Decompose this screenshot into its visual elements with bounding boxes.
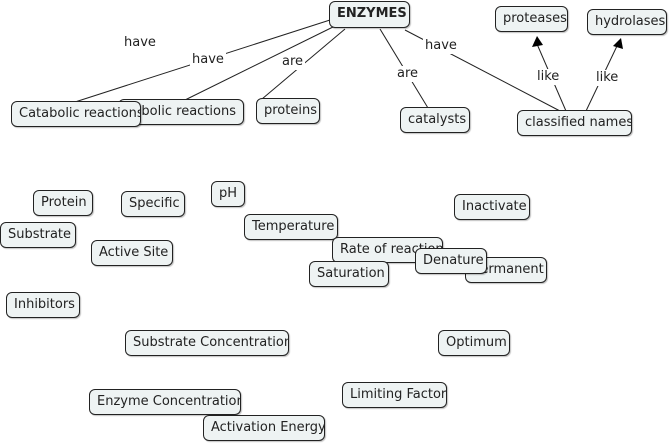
link-label-are: are [280,54,306,70]
concept-denature[interactable]: Denature [415,248,487,274]
concept-catalysts[interactable]: catalysts [400,107,470,133]
arrowhead-icon [613,38,623,49]
concept-hydrolases[interactable]: hydrolases [587,9,667,35]
concept-activation-energy[interactable]: Activation Energy [203,415,325,441]
concept-inactivate[interactable]: Inactivate [454,194,530,220]
link-label-like: like [535,69,562,85]
concept-proteases[interactable]: proteases [495,6,568,32]
concept-substrate-concentration[interactable]: Substrate Concentration [125,330,289,356]
link-label-like: like [594,70,621,86]
concept-catabolic-reactions[interactable]: Catabolic reactions [11,101,141,127]
concept-active-site[interactable]: Active Site [91,240,173,266]
concept-proteins[interactable]: proteins [256,98,320,124]
concept-optimum[interactable]: Optimum [438,330,510,356]
concept-enzyme-concentration[interactable]: Enzyme Concentration [89,389,241,415]
arrowhead-icon [532,36,543,47]
link-label-have: have [122,35,158,51]
concept-classified-names[interactable]: classified names [517,110,632,136]
concept-protein[interactable]: Protein [33,190,93,216]
concept-substrate[interactable]: Substrate [0,222,76,248]
concept-saturation[interactable]: Saturation [309,261,389,287]
connector-line [184,25,336,101]
link-label-are: are [395,66,421,82]
link-label-have: have [190,52,226,68]
concept-temperature[interactable]: Temperature [244,214,338,240]
concept-specific[interactable]: Specific [121,191,185,217]
concept-ph[interactable]: pH [211,181,245,207]
concept-inhibitors[interactable]: Inhibitors [6,292,80,318]
link-label-have: have [423,38,459,54]
root-concept-enzymes[interactable]: ENZYMES [329,1,410,28]
concept-limiting-factor[interactable]: Limiting Factor [342,382,447,408]
